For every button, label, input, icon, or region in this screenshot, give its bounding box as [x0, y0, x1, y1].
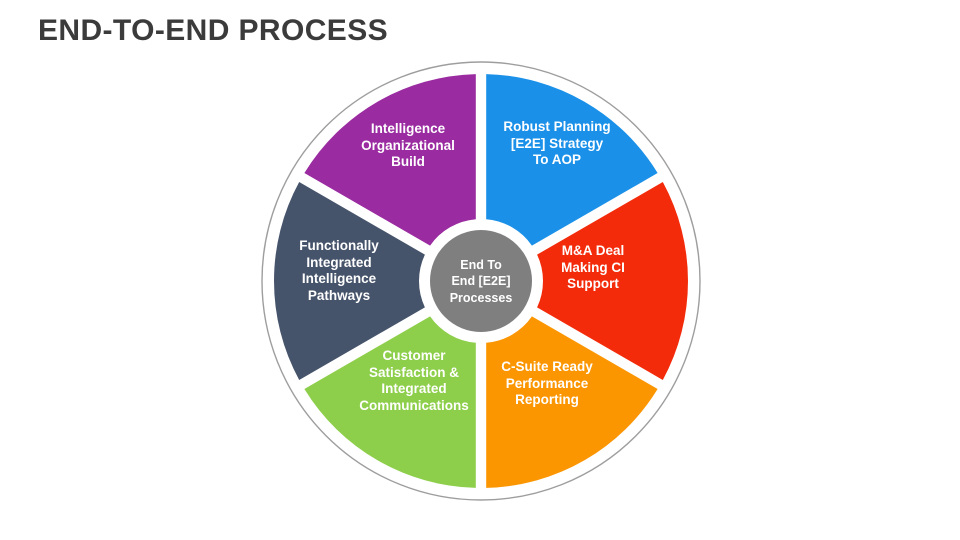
hub-label: End To End [E2E] Processes — [449, 258, 513, 305]
segment-group — [274, 74, 688, 488]
wheel-segment-intelligence[interactable] — [304, 74, 476, 246]
wheel-segment-functionally[interactable] — [274, 182, 425, 380]
wheel-segment-mna[interactable] — [537, 182, 688, 380]
outer-ring-circle — [261, 61, 701, 501]
page-title: END-TO-END PROCESS — [38, 14, 389, 47]
process-wheel-diagram: Robust Planning [E2E] Strategy To AOP M&… — [261, 61, 701, 501]
wheel-segment-customer[interactable] — [304, 316, 476, 488]
wheel-segment-planning[interactable] — [486, 74, 658, 246]
wheel-segment-csuite[interactable] — [486, 316, 658, 488]
hub-circle-icon — [430, 230, 532, 332]
wheel-svg — [261, 61, 701, 501]
